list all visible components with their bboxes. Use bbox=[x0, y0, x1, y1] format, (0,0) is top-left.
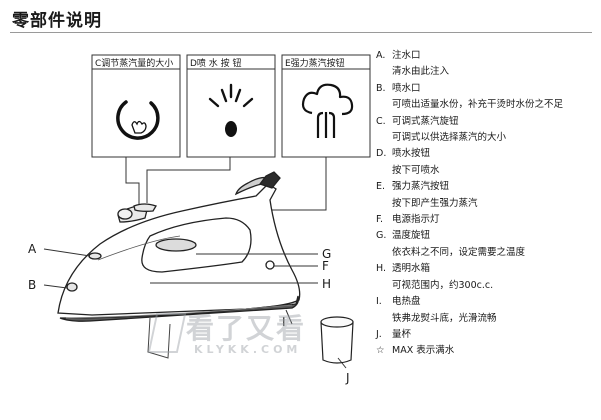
site-watermark: 看了又看 KLYKK.COM bbox=[147, 305, 350, 363]
steam-burst-icon bbox=[301, 83, 354, 138]
part-f: F.电源指示灯 bbox=[376, 214, 440, 226]
water-window-sketch bbox=[147, 317, 171, 359]
part-h: H.透明水箱 bbox=[376, 263, 431, 275]
callout-a: A bbox=[28, 242, 37, 256]
panel-steam-adjust: C调节蒸汽量的大小 bbox=[91, 54, 181, 158]
part-c-desc: 可调式以供选择蒸汽的大小 bbox=[392, 132, 507, 144]
panel-steam-burst-label: E强力蒸汽按钮 bbox=[285, 57, 345, 69]
callout-j: J bbox=[345, 371, 350, 385]
callout-b: B bbox=[28, 278, 36, 292]
callout-i: I bbox=[282, 315, 286, 329]
part-d: D.喷水按钮 bbox=[376, 148, 431, 160]
watermark-domain: KLYKK.COM bbox=[194, 343, 302, 356]
panel-water-spray: D喷 水 按 钮 bbox=[186, 54, 276, 158]
part-max-note: ☆MAX 表示满水 bbox=[376, 345, 455, 357]
callout-f: F bbox=[322, 259, 329, 273]
part-g: G.温度旋钮 bbox=[376, 230, 431, 242]
steam-dial-icon bbox=[116, 100, 160, 140]
part-b-desc: 可喷出适量水份，补充干烫时水份之不足 bbox=[392, 99, 564, 111]
part-h-desc: 可视范围内，约300c.c. bbox=[392, 279, 494, 291]
panel-steam-burst: E强力蒸汽按钮 bbox=[281, 54, 371, 158]
panel-steam-adjust-label: C调节蒸汽量的大小 bbox=[95, 57, 173, 69]
part-j: J.量杯 bbox=[376, 328, 412, 340]
parts-list: A.注水口 清水由此注入 B.喷水口 可喷出适量水份，补充干烫时水份之不足 C.… bbox=[376, 48, 596, 360]
watermark-frame bbox=[147, 313, 187, 353]
part-i: I.电热盘 bbox=[376, 296, 421, 308]
part-e-desc: 按下即产生强力蒸汽 bbox=[392, 197, 478, 209]
callout-lines bbox=[43, 248, 347, 369]
part-c: C.可调式蒸汽旋钮 bbox=[376, 115, 459, 127]
part-g-desc: 依衣料之不同，设定需要之温度 bbox=[392, 246, 526, 258]
watermark-text: 看了又看 bbox=[186, 312, 307, 345]
title-divider bbox=[10, 32, 592, 33]
panel-water-spray-label: D喷 水 按 钮 bbox=[190, 57, 242, 69]
part-a: A.注水口 bbox=[376, 50, 421, 61]
page-title: 零部件说明 bbox=[12, 11, 102, 31]
part-i-desc: 铁弗龙熨斗底，光滑流畅 bbox=[392, 312, 497, 324]
part-a-desc: 清水由此注入 bbox=[392, 66, 450, 78]
part-e: E.强力蒸汽按钮 bbox=[376, 181, 450, 193]
water-spray-icon bbox=[208, 83, 254, 137]
callout-h: H bbox=[322, 277, 331, 291]
part-d-desc: 按下可喷水 bbox=[392, 164, 440, 176]
callout-g: G bbox=[322, 247, 331, 261]
steam-iron bbox=[57, 171, 301, 322]
measuring-cup bbox=[320, 316, 354, 364]
part-b: B.喷水口 bbox=[376, 82, 421, 94]
